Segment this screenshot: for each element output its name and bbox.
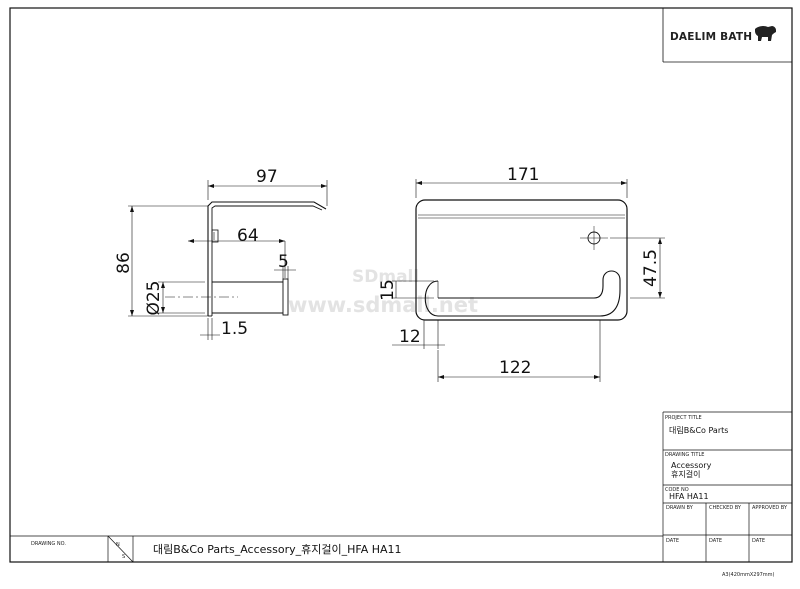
front-view bbox=[415, 199, 628, 321]
project-title: 대림B&Co Parts bbox=[669, 425, 728, 435]
drawing-title-label: DRAWING TITLE bbox=[665, 452, 704, 458]
sheet-size: A3(420mmX297mm) bbox=[722, 572, 775, 578]
watermark-line2: www.sdmall.net bbox=[288, 293, 478, 317]
drawing-title-line1: Accessory bbox=[671, 461, 712, 470]
side-view bbox=[165, 201, 327, 317]
scale-bottom: S bbox=[122, 554, 125, 560]
watermark: SDmall www.sdmall.net bbox=[288, 267, 478, 317]
dim-47-5: 47.5 bbox=[641, 249, 661, 287]
approved-by-label: APPROVED BY bbox=[752, 505, 788, 511]
dim-86: 86 bbox=[114, 252, 134, 274]
date-label-2: DATE bbox=[709, 538, 722, 544]
title-block-text: PROJECT TITLE 대림B&Co Parts DRAWING TITLE… bbox=[31, 415, 788, 578]
code-no-label: CODE NO bbox=[665, 487, 689, 493]
title-block bbox=[10, 411, 792, 563]
sheet-border bbox=[9, 7, 793, 563]
dim-64: 64 bbox=[237, 226, 259, 246]
checked-by-label: CHECKED BY bbox=[709, 505, 742, 511]
side-screw bbox=[211, 229, 219, 243]
bear-logo-icon bbox=[755, 25, 776, 41]
side-view-dim-labels: 97 86 64 5 Ø25 1.5 bbox=[114, 167, 289, 339]
side-view-dimensions bbox=[128, 180, 328, 340]
drawn-by-label: DRAWN BY bbox=[666, 505, 694, 511]
dim-5: 5 bbox=[278, 252, 289, 272]
dim-12: 12 bbox=[399, 327, 421, 347]
project-title-label: PROJECT TITLE bbox=[665, 415, 702, 421]
dim-1-5: 1.5 bbox=[221, 319, 248, 339]
watermark-line1: SDmall bbox=[352, 267, 419, 287]
code-no: HFA HA11 bbox=[669, 492, 709, 501]
logo-block: DAELIM BATH bbox=[662, 8, 792, 63]
side-rod-end bbox=[282, 278, 289, 316]
dim-171: 171 bbox=[507, 165, 539, 185]
logo-text: DAELIM BATH bbox=[670, 31, 752, 43]
drawing-no-label: DRAWING NO. bbox=[31, 541, 66, 547]
dim-dia25: Ø25 bbox=[144, 280, 164, 315]
side-wall-plate bbox=[207, 201, 327, 316]
dim-122: 122 bbox=[499, 358, 531, 378]
date-label-3: DATE bbox=[752, 538, 765, 544]
dim-15: 15 bbox=[378, 279, 398, 301]
front-view-dimensions bbox=[392, 179, 665, 382]
scale-top: N bbox=[116, 542, 120, 548]
date-label-1: DATE bbox=[666, 538, 679, 544]
front-plate bbox=[415, 199, 628, 321]
dim-97: 97 bbox=[256, 167, 278, 187]
drawing-name: 대림B&Co Parts_Accessory_휴지걸이_HFA HA11 bbox=[153, 543, 402, 556]
front-arm bbox=[424, 270, 621, 317]
front-view-dim-labels: 171 47.5 15 12 122 bbox=[378, 165, 661, 378]
drawing-title-line2: 휴지걸이 bbox=[671, 469, 700, 479]
